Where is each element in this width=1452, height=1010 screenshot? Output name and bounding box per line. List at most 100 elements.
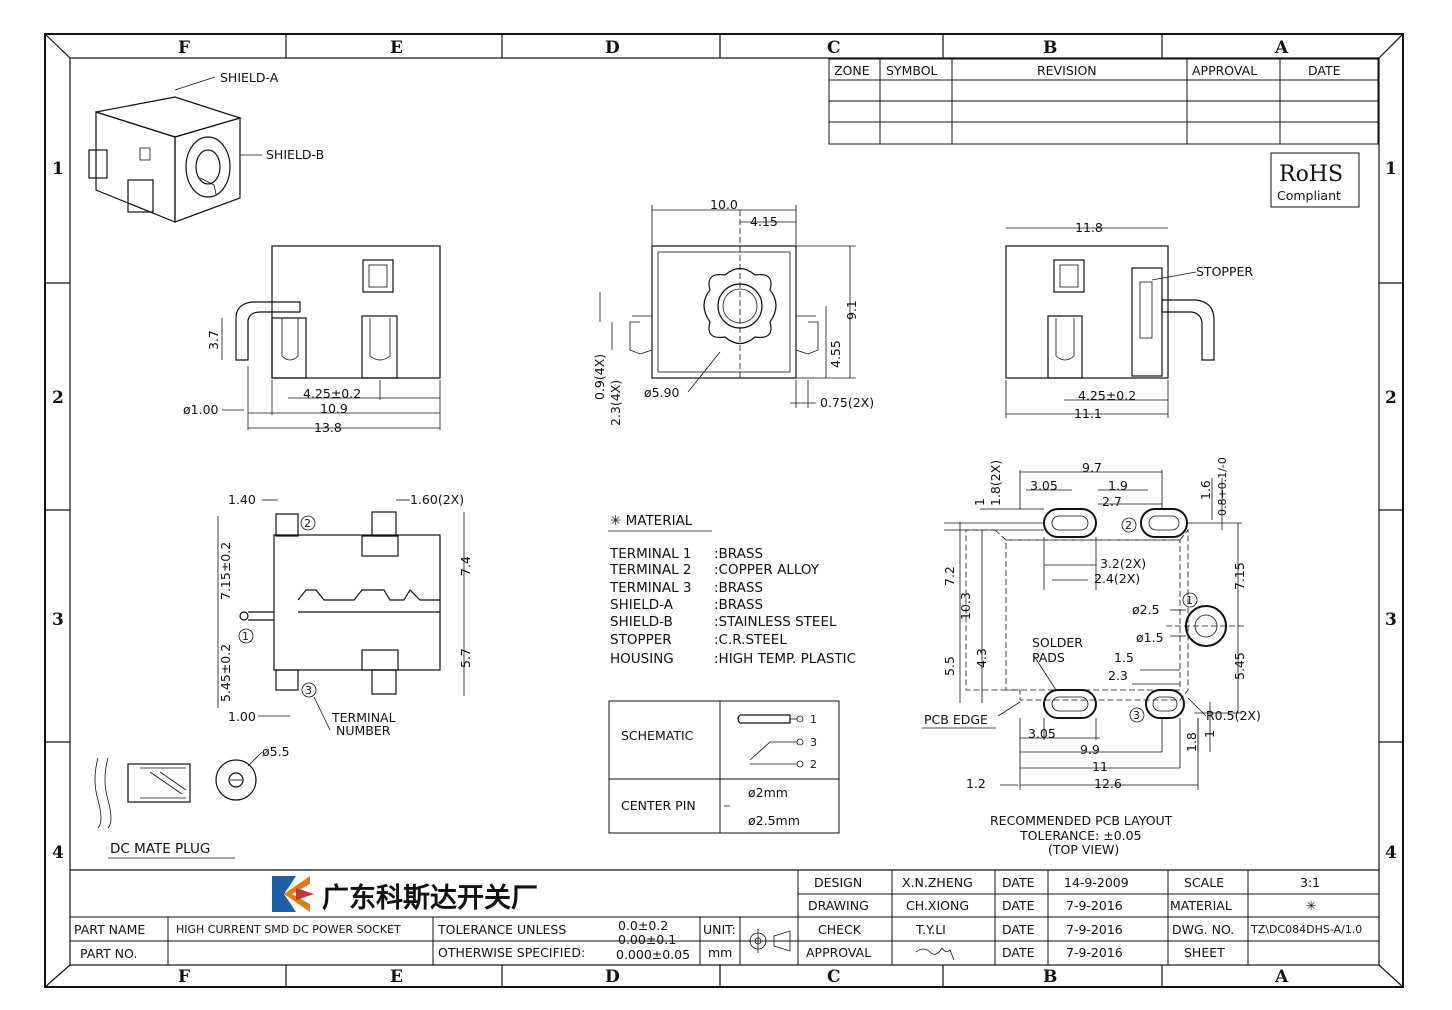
label-shield-b: SHIELD-B [266,147,324,162]
label-dc-mate-plug: DC MATE PLUG [110,841,210,857]
bottom-terminal-2-number: 2 [304,517,311,530]
label-number: NUMBER [336,723,391,738]
rev-header-symbol: SYMBOL [886,63,938,78]
revision-table: ZONE SYMBOL REVISION APPROVAL DATE [828,58,1379,145]
tb-design-date-label: DATE [1002,875,1035,890]
dim-bottom-5-45: 5.45±0.2 [218,644,233,702]
tb-tolerance-a: 0.0±0.2 [618,918,668,933]
projection-symbol-icon [746,929,791,953]
dim-bottom-1-60: 1.60(2X) [410,492,464,507]
material-item-name: TERMINAL 2 [609,562,692,578]
pcb-dim-1-8-2x: 1.8(2X) [988,460,1003,506]
tb-drawing-label: DRAWING [808,898,869,913]
pcb-edge-label: PCB EDGE [924,712,988,727]
pcb-dim-9-9: 9.9 [1080,742,1100,757]
zone-col-f-top: F [178,38,190,58]
dim-bottom-1-40: 1.40 [228,492,256,507]
material-item-value: :COPPER ALLOY [714,562,820,578]
dim-plug-5-5: ø5.5 [262,744,290,759]
material-item-value: :BRASS [714,580,763,596]
zone-col-c-top: C [827,38,841,58]
dim-front-dia-5-90: ø5.90 [644,385,680,400]
pcb-dim-r0-5: R0.5(2X) [1206,708,1261,723]
tb-check-date-label: DATE [1002,922,1035,937]
dim-right-4-25: 4.25±0.2 [1078,388,1136,403]
pcb-dim-4-3: 4.3 [974,648,989,668]
material-item-value: :BRASS [714,546,763,562]
pcb-dim-2-7: 2.7 [1102,494,1122,509]
label-stopper: STOPPER [1196,264,1253,279]
tb-drawing-date: 7-9-2016 [1066,898,1123,913]
pcb-dim-3-05: 3.05 [1030,478,1058,493]
material-list: ✳ MATERIAL TERMINAL 1 :BRASS TERMINAL 2 … [608,513,856,667]
pcb-layout: 1 1.8(2X) 9.7 3.05 1.9 2.7 1.6 0.8+0.1/-… [922,457,1261,857]
tb-tolerance-line-2: OTHERWISE SPECIFIED: [438,945,585,960]
dim-front-4-15: 4.15 [750,214,778,229]
pcb-dim-3-2: 3.2(2X) [1100,556,1146,571]
tb-design-date: 14-9-2009 [1064,875,1129,890]
zone-row-1-right: 1 [1385,159,1397,179]
label-terminal: TERMINAL [331,710,396,725]
pcb-caption-title: RECOMMENDED PCB LAYOUT [990,813,1173,828]
material-item-name: SHIELD-B [610,614,673,630]
rev-header-approval: APPROVAL [1192,63,1257,78]
zone-col-c-bottom: C [827,967,841,987]
dim-front-10-0: 10.0 [710,197,738,212]
tb-part-name-label: PART NAME [74,922,145,937]
center-pin-option-b: ø2.5mm [748,813,800,828]
dim-side-13-8: 13.8 [314,420,342,435]
tb-check-date: 7-9-2016 [1066,922,1123,937]
zone-row-2-right: 2 [1385,388,1397,408]
tb-material-value: ✳ [1306,898,1316,913]
schematic-pin-3: 3 [810,736,817,749]
zone-row-4-right: 4 [1385,843,1397,863]
pcb-caption-tolerance: TOLERANCE: ±0.05 [1019,828,1142,843]
company-name: 广东科斯达开关厂 [322,882,538,914]
material-item-name: SHIELD-A [610,597,674,613]
material-item-value: :STAINLESS STEEL [714,614,837,630]
tb-part-no-label: PART NO. [80,946,137,961]
dim-right-11-1: 11.1 [1074,406,1102,421]
tb-unit-value: mm [708,945,732,960]
dim-bottom-7-15: 7.15±0.2 [218,542,233,600]
pcb-caption-view: (TOP VIEW) [1048,842,1119,857]
pcb-dim-1-2: 1.2 [966,776,986,791]
rev-header-zone: ZONE [834,63,870,78]
dim-side-10-9: 10.9 [320,401,348,416]
pcb-dim-dia-1-5: ø1.5 [1136,630,1164,645]
material-item-value: :HIGH TEMP. PLASTIC [714,651,856,667]
side-view: 3.7 4.25±0.2 10.9 13.8 ø1.00 [183,245,441,435]
zone-col-e-top: E [390,38,403,58]
tb-drawing-name: CH.XIONG [906,898,969,913]
tb-design-label: DESIGN [814,875,862,890]
bottom-terminal-1-number: 1 [242,630,249,643]
tb-drawing-date-label: DATE [1002,898,1035,913]
material-item-name: TERMINAL 3 [609,580,692,596]
tb-dwg-no-value: TZ\DC084DHS-A/1.0 [1250,923,1362,936]
tb-scale-value: 3:1 [1300,875,1320,890]
zone-col-f-bottom: F [178,967,190,987]
pcb-dim-10-3: 10.3 [958,592,973,620]
zone-col-e-bottom: E [390,967,403,987]
zone-row-3-left: 3 [52,610,64,630]
rev-header-date: DATE [1308,63,1341,78]
tb-check-label: CHECK [818,922,862,937]
pcb-dim-0-8: 0.8+0.1/-0 [1216,457,1229,516]
zone-col-b-top: B [1043,38,1057,58]
company-logo [272,876,314,912]
pcb-dim-3-05-b: 3.05 [1028,726,1056,741]
dim-front-2-3: 2.3(4X) [608,380,623,426]
tb-check-name: T.Y.LI [915,922,946,937]
zone-col-d-top: D [605,38,620,58]
dim-side-3-7: 3.7 [206,330,221,350]
pcb-dim-7-2: 7.2 [942,566,957,586]
schematic-pin-2: 2 [810,758,817,771]
pcb-dim-7-15: 7.15 [1232,562,1247,590]
pcb-dim-1-2x: 1 [972,498,987,506]
pcb-dim-2-4: 2.4(2X) [1094,571,1140,586]
dc-mate-plug: ø5.5 DC MATE PLUG [94,744,290,859]
material-item-value: :C.R.STEEL [714,632,787,648]
tb-unit-label: UNIT: [703,922,736,937]
tb-material-label: MATERIAL [1170,898,1232,913]
